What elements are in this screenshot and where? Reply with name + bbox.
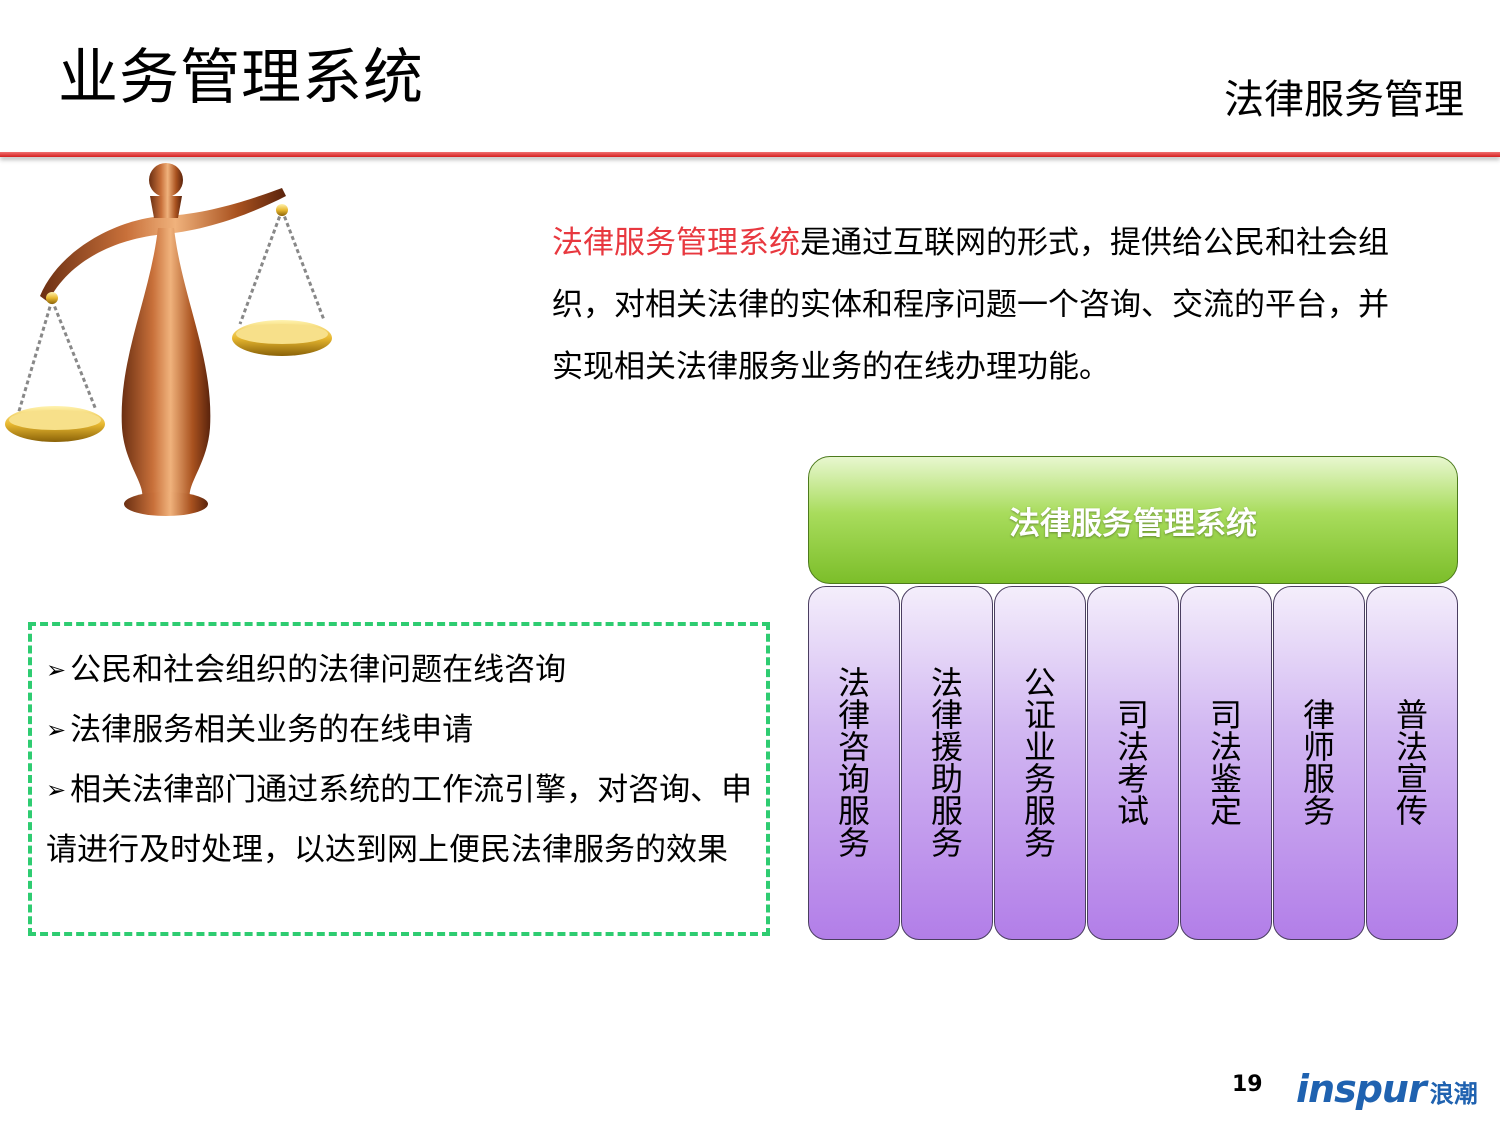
module-label: 法律援助服务 <box>930 664 963 862</box>
arrow-bullet-icon: ➢ <box>46 776 67 804</box>
list-item: ➢法律服务相关业务的在线申请 <box>46 712 474 748</box>
module-label: 法律咨询服务 <box>837 664 870 862</box>
module-box: 普法宣传 <box>1366 586 1458 940</box>
logo-wordmark: inspur <box>1296 1067 1427 1111</box>
module-box: 公证业务服务 <box>994 586 1086 940</box>
system-header-box: 法律服务管理系统 <box>808 456 1458 584</box>
module-box: 律师服务 <box>1273 586 1365 940</box>
arrow-bullet-icon: ➢ <box>46 716 67 744</box>
module-label: 普法宣传 <box>1395 696 1428 830</box>
page-title: 业务管理系统 <box>58 43 424 113</box>
module-box: 法律咨询服务 <box>808 586 900 940</box>
arrow-bullet-icon: ➢ <box>46 656 67 684</box>
module-box: 司法考试 <box>1087 586 1179 940</box>
feature-list: ➢公民和社会组织的法律问题在线咨询 ➢法律服务相关业务的在线申请 ➢相关法律部门… <box>28 622 770 936</box>
list-item: ➢相关法律部门通过系统的工作流引擎，对咨询、申请进行及时处理，以达到网上便民法律… <box>46 772 753 868</box>
intro-paragraph: 法律服务管理系统是通过互联网的形式，提供给公民和社会组织，对相关法律的实体和程序… <box>552 212 1412 398</box>
intro-text: 是通过互联网的形式，提供给公民和社会组织，对相关法律的实体和程序问题一个咨询、交… <box>552 225 1389 385</box>
module-label: 司法考试 <box>1116 696 1149 830</box>
logo-chinese: 浪潮 <box>1429 1080 1478 1108</box>
module-label: 公证业务服务 <box>1023 664 1056 862</box>
module-box: 司法鉴定 <box>1180 586 1272 940</box>
intro-highlight: 法律服务管理系统 <box>552 225 800 261</box>
scales-of-justice-icon <box>5 163 332 516</box>
module-box: 法律援助服务 <box>901 586 993 940</box>
header-divider <box>0 152 1500 157</box>
module-columns: 法律咨询服务 法律援助服务 公证业务服务 司法考试 司法鉴定 律师服务 普法宣传 <box>808 586 1458 940</box>
system-label: 法律服务管理系统 <box>1009 505 1257 542</box>
page-number: 19 <box>1232 1072 1263 1097</box>
list-item: ➢公民和社会组织的法律问题在线咨询 <box>46 652 567 688</box>
module-label: 律师服务 <box>1302 696 1335 830</box>
section-subtitle: 法律服务管理 <box>1224 77 1464 123</box>
company-logo: inspur 浪潮 <box>1296 1067 1478 1111</box>
module-label: 司法鉴定 <box>1209 696 1242 830</box>
